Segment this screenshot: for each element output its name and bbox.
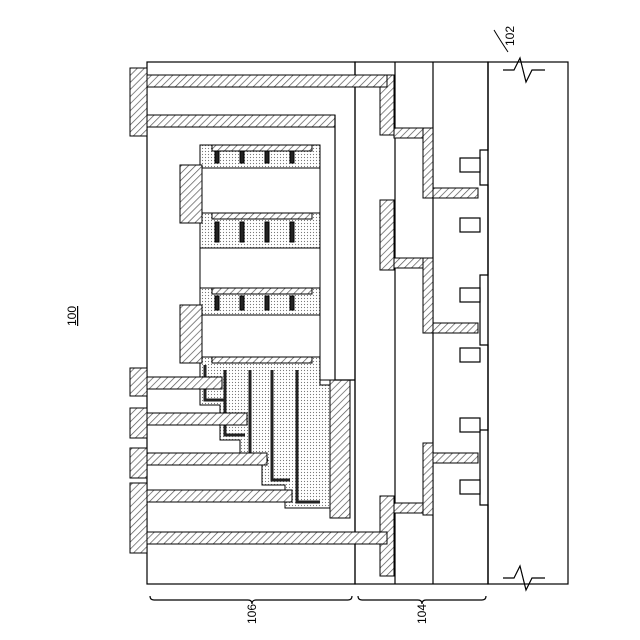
array-dielectric-outline	[335, 115, 355, 380]
substrate-break-marks	[503, 58, 545, 590]
array-bracket	[150, 596, 352, 604]
peripheral-bracket	[358, 596, 486, 604]
peripheral-layer-label: 104	[415, 604, 429, 624]
stack-slits	[200, 168, 320, 357]
device-label: 100	[65, 306, 79, 326]
substrate-box	[488, 62, 568, 584]
layer-brackets	[150, 596, 486, 604]
substrate-label: 102	[503, 26, 517, 46]
array-layer-label: 106	[245, 604, 259, 624]
transistor-well-profile	[480, 62, 488, 584]
